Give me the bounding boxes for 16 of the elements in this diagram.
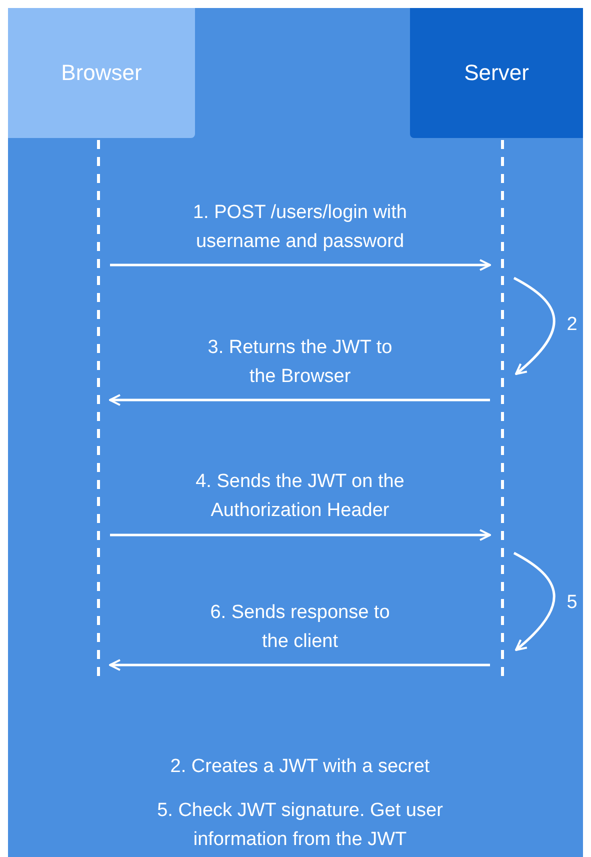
participant-box: Browser (8, 8, 195, 138)
arrow (110, 529, 491, 541)
message-label: 3. Returns the JWT to the Browser (206, 336, 394, 389)
step-number: 5 (566, 591, 578, 615)
step-number: 2 (566, 313, 578, 337)
note-text: 5. Check JWT signature. Get user information from the JWT (156, 799, 444, 852)
participant-box: Server (410, 8, 583, 138)
arrow (110, 259, 491, 271)
arrow (109, 659, 490, 671)
curved-arrow (513, 276, 556, 375)
curved-arrow (513, 552, 556, 651)
message-label: 4. Sends the JWT on the Authorization Header (194, 470, 406, 523)
message-label: 6. Sends response to the client (209, 601, 391, 654)
arrow (109, 394, 490, 406)
message-label: 1. POST /users/login with username and password (192, 201, 408, 254)
note-text: 2. Creates a JWT with a secret (169, 755, 431, 779)
